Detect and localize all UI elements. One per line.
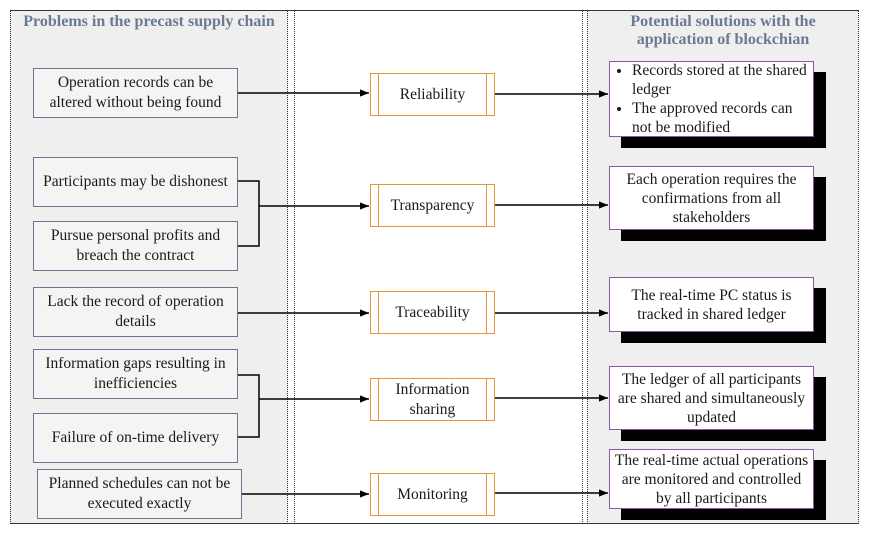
criterion-box-traceability: Traceability [370, 291, 495, 334]
bracket-information-sharing [238, 374, 260, 438]
problem-box: Lack the record of operation details [33, 287, 238, 337]
solution-bullet: The approved records can not be modified [632, 99, 809, 137]
solution-box: The ledger of all participants are share… [609, 366, 814, 430]
solution-bullet: Records stored at the shared ledger [632, 61, 809, 99]
criterion-box-reliability: Reliability [370, 73, 495, 116]
top-rule [10, 10, 859, 11]
problem-box: Participants may be dishonest [33, 157, 238, 207]
solution-bullet-list: Records stored at the shared ledger The … [614, 61, 809, 137]
solution-box: The real-time actual operations are moni… [609, 449, 814, 509]
problem-box: Planned schedules can not be executed ex… [37, 469, 242, 519]
solutions-header: Potential solutions with the application… [630, 13, 816, 48]
solution-box: Each operation requires the confirmation… [609, 166, 814, 230]
bracket-transparency [238, 180, 260, 247]
problem-box: Operation records can be altered without… [33, 68, 238, 118]
solution-box: Records stored at the shared ledger The … [609, 61, 814, 137]
solution-box: The real-time PC status is tracked in sh… [609, 277, 814, 332]
problems-header: Problems in the precast supply chain [23, 13, 275, 30]
problem-box: Pursue personal profits and breach the c… [33, 221, 238, 271]
bottom-rule [10, 523, 859, 524]
problem-box: Information gaps resulting in inefficien… [33, 349, 238, 399]
criterion-box-monitoring: Monitoring [370, 473, 495, 516]
criterion-box-information-sharing: Information sharing [370, 378, 495, 421]
criterion-box-transparency: Transparency [370, 184, 495, 227]
problem-box: Failure of on-time delivery [33, 413, 238, 463]
